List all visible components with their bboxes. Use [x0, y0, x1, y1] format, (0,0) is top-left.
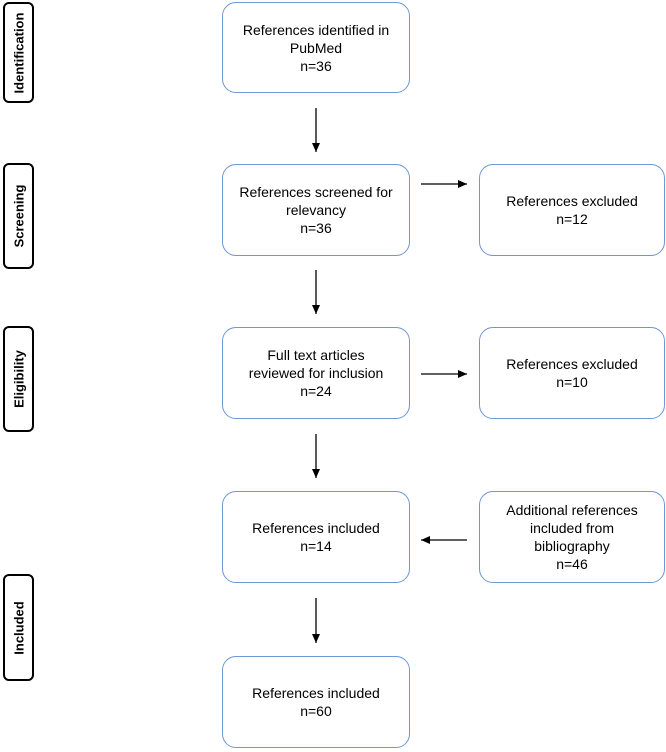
box-included-total-line-1: References included [252, 685, 380, 701]
box-additional-line-2: included from [529, 520, 615, 536]
box-screened-count: n=36 [300, 220, 332, 236]
box-excluded-eligibility-line-1: References excluded [506, 356, 638, 372]
box-references-excluded-screening: References excluded n=12 [479, 164, 665, 256]
box-identified-count: n=36 [300, 57, 332, 74]
box-full-text-line-2: reviewed for inclusion [248, 365, 384, 381]
box-screened-line-2: relevancy [286, 202, 346, 218]
box-screened-line-1: References screened for [239, 184, 393, 200]
box-excluded-screening-count: n=12 [556, 211, 588, 227]
stage-screening: Screening [3, 163, 34, 269]
box-included-pubmed-count: n=14 [300, 538, 332, 554]
box-references-included-total: References included n=60 [222, 656, 410, 748]
box-references-screened: References screened for relevancy n=36 [222, 164, 410, 256]
box-full-text-line-1: Full text articles [267, 347, 365, 363]
box-full-text-articles: Full text articles reviewed for inclusio… [222, 327, 410, 419]
stage-eligibility: Eligibility [3, 326, 34, 432]
box-included-total-count: n=60 [300, 703, 332, 719]
stage-included: Included [3, 574, 34, 681]
box-included-pubmed-line-1: References included [252, 520, 380, 536]
box-full-text-count: n=24 [300, 383, 332, 399]
box-references-included-pubmed: References included n=14 [222, 491, 410, 583]
box-additional-references: Additional references included from bibl… [479, 491, 665, 583]
box-additional-line-3: bibliography [534, 538, 610, 554]
box-additional-line-1: Additional references [506, 502, 638, 518]
box-additional-count: n=46 [556, 556, 588, 572]
stage-identification: Identification [3, 2, 34, 103]
box-identified-line-1: References identified in [242, 21, 390, 38]
box-excluded-screening-line-1: References excluded [506, 193, 638, 209]
box-excluded-eligibility-count: n=10 [556, 374, 588, 390]
box-references-excluded-eligibility: References excluded n=10 [479, 327, 665, 419]
box-references-identified: References identified in PubMed n=36 [222, 2, 410, 93]
box-identified-line-2: PubMed [289, 39, 343, 56]
